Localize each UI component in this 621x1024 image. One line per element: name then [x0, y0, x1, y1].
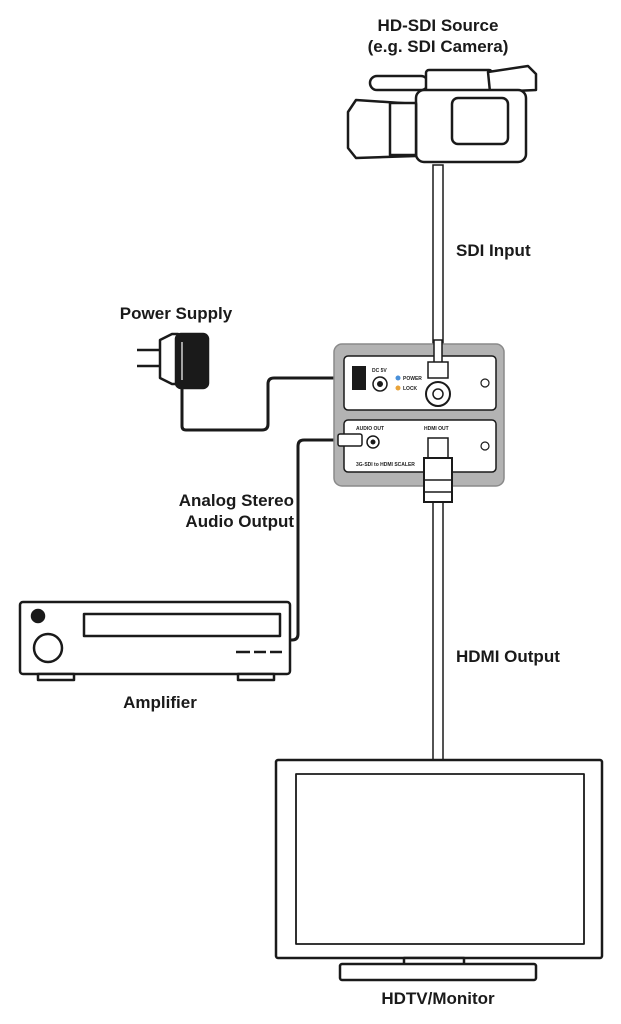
source-label-line1: HD-SDI Source — [377, 16, 499, 35]
sdi-input-label: SDI Input — [456, 241, 531, 260]
amplifier-label: Amplifier — [123, 693, 197, 712]
hdmi-out-label: HDMI OUT — [424, 426, 449, 432]
lock-label: LOCK — [403, 386, 418, 392]
audio-output-label-line2: Audio Output — [185, 512, 294, 531]
hdmi-cable — [432, 499, 444, 763]
power-label: POWER — [403, 376, 422, 382]
dc-label: DC 5V — [372, 368, 387, 374]
monitor-icon — [274, 758, 604, 982]
lock-led-icon — [395, 385, 401, 391]
monitor-label: HDTV/Monitor — [381, 989, 495, 1008]
audio-output-label-line1: Analog Stereo — [178, 491, 294, 510]
amplifier-icon — [18, 600, 292, 682]
power-supply-label: Power Supply — [119, 304, 233, 323]
sdi-cable — [432, 164, 444, 346]
camera-icon — [346, 64, 538, 164]
power-cable — [180, 376, 344, 432]
converter-device: DC 5V POWER LOCK AUDIO OUT HDMI OUT 3G-S… — [333, 339, 505, 503]
audio-cable — [290, 438, 340, 642]
power-led-icon — [395, 375, 401, 381]
audio-out-label: AUDIO OUT — [356, 426, 384, 432]
source-label-line2: (e.g. SDI Camera) — [367, 37, 509, 56]
hdmi-output-label: HDMI Output — [456, 647, 560, 666]
model-label: 3G-SDI to HDMI SCALER — [356, 462, 415, 468]
power-adapter-icon — [137, 332, 210, 390]
